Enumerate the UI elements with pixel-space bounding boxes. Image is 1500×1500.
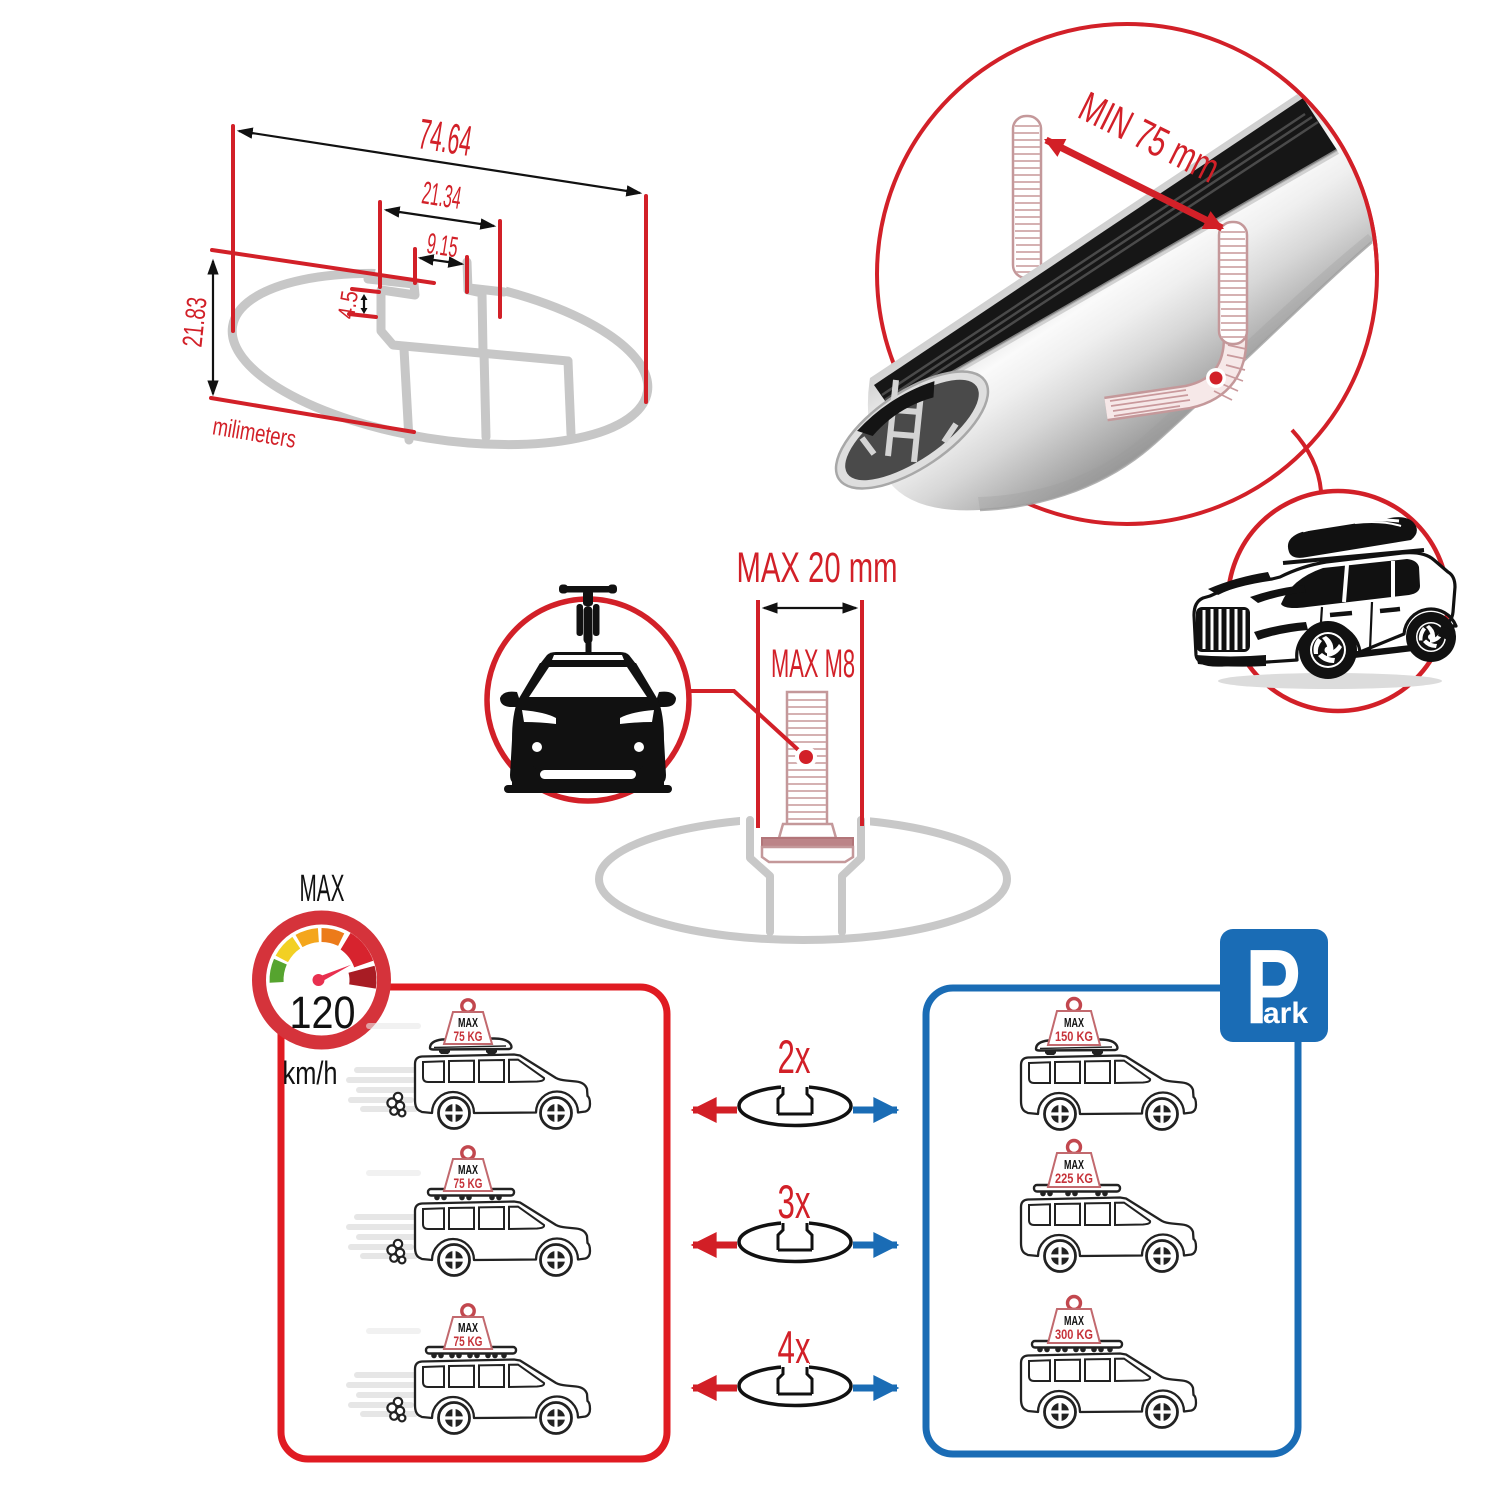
svg-text:2x: 2x <box>778 1030 811 1083</box>
svg-text:MAX: MAX <box>300 868 345 910</box>
svg-text:120: 120 <box>290 987 356 1038</box>
svg-text:P: P <box>1245 928 1301 1046</box>
svg-text:21.34: 21.34 <box>420 174 464 216</box>
svg-text:MAX 20 mm: MAX 20 mm <box>737 544 898 592</box>
svg-text:300 KG: 300 KG <box>1055 1327 1093 1342</box>
svg-text:9.15: 9.15 <box>425 228 461 264</box>
svg-text:MAX M8: MAX M8 <box>771 642 855 686</box>
svg-text:21.83: 21.83 <box>177 296 213 349</box>
svg-text:150 KG: 150 KG <box>1055 1029 1093 1044</box>
svg-text:ark: ark <box>1263 997 1308 1030</box>
svg-text:km/h: km/h <box>283 1055 338 1091</box>
svg-text:74.64: 74.64 <box>415 110 475 166</box>
svg-text:4.5: 4.5 <box>333 289 364 321</box>
svg-text:225 KG: 225 KG <box>1055 1171 1093 1186</box>
